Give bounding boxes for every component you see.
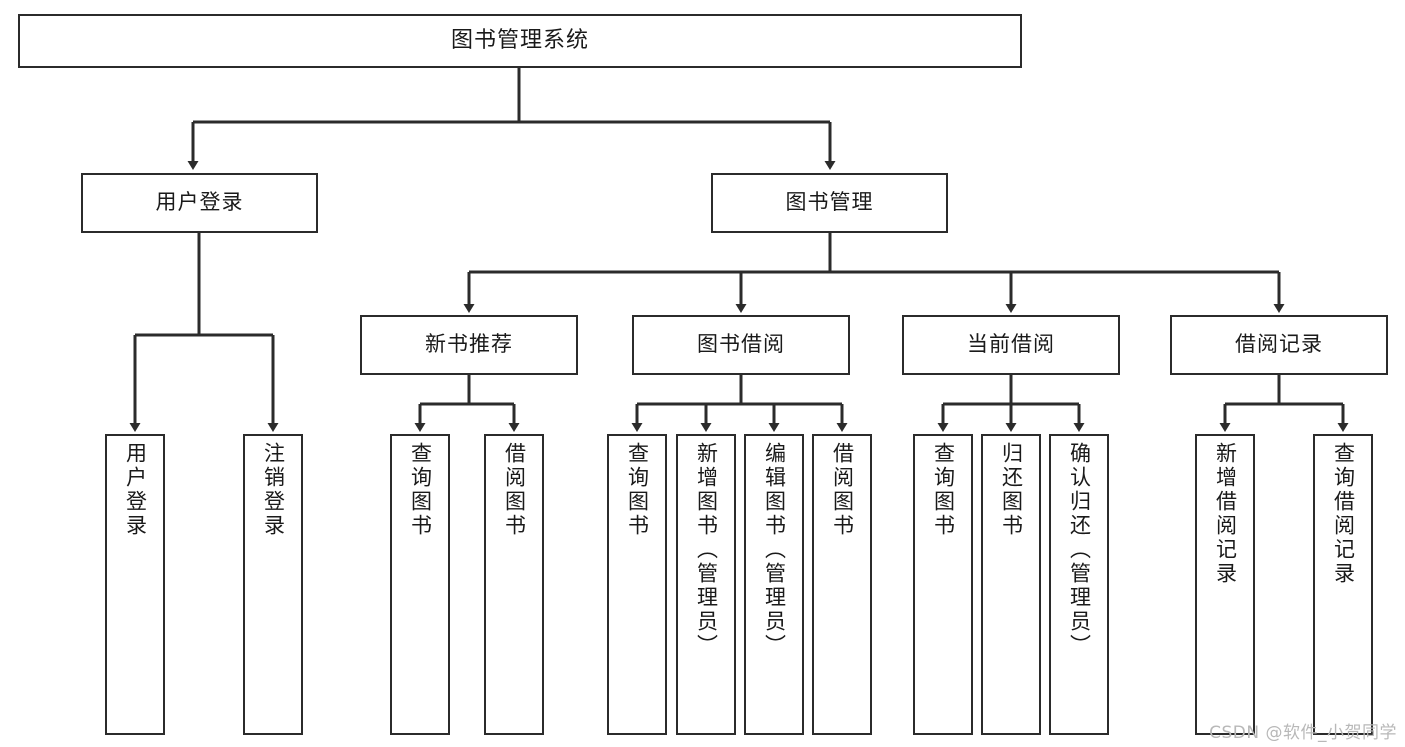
node-label: 当前借阅 [967,332,1055,357]
node-book-borrowing[interactable]: 图书借阅 [632,315,850,375]
leaf-return-book[interactable]: 归还图书 [981,434,1041,735]
node-user-login[interactable]: 用户登录 [81,173,318,233]
leaf-query-book-borrow[interactable]: 查询图书 [607,434,667,735]
leaf-user-login[interactable]: 用户登录 [105,434,165,735]
leaf-logout[interactable]: 注销登录 [243,434,303,735]
node-label: 确认归还（管理员） [1067,442,1092,658]
node-book-management-system[interactable]: 图书管理系统 [18,14,1022,68]
leaf-query-borrow-record[interactable]: 查询借阅记录 [1313,434,1373,735]
node-new-book-recommendation[interactable]: 新书推荐 [360,315,578,375]
node-label: 注销登录 [261,442,286,538]
watermark-text: CSDN @软件_小贺同学 [1209,723,1397,743]
leaf-borrow-book-recommend[interactable]: 借阅图书 [484,434,544,735]
node-label: 编辑图书（管理员） [762,442,787,658]
node-label: 归还图书 [999,442,1024,538]
node-label: 新增图书（管理员） [694,442,719,658]
node-label: 查询借阅记录 [1331,442,1356,586]
node-current-borrowing[interactable]: 当前借阅 [902,315,1120,375]
node-label: 查询图书 [408,442,433,538]
leaf-query-book-current[interactable]: 查询图书 [913,434,973,735]
node-label: 图书借阅 [697,332,785,357]
leaf-confirm-return-admin[interactable]: 确认归还（管理员） [1049,434,1109,735]
node-label: 查询图书 [625,442,650,538]
node-label: 借阅记录 [1235,332,1323,357]
node-borrowing-record[interactable]: 借阅记录 [1170,315,1388,375]
leaf-borrow-book[interactable]: 借阅图书 [812,434,872,735]
node-label: 图书管理 [785,190,874,215]
leaf-edit-book-admin[interactable]: 编辑图书（管理员） [744,434,804,735]
node-label: 新书推荐 [425,332,513,357]
leaf-add-book-admin[interactable]: 新增图书（管理员） [676,434,736,735]
leaf-query-book-recommend[interactable]: 查询图书 [390,434,450,735]
node-label: 借阅图书 [830,442,855,538]
leaf-add-borrow-record[interactable]: 新增借阅记录 [1195,434,1255,735]
node-label: 查询图书 [931,442,956,538]
node-label: 用户登录 [123,442,148,538]
node-label: 借阅图书 [502,442,527,538]
node-label: 新增借阅记录 [1213,442,1238,586]
node-book-management[interactable]: 图书管理 [711,173,948,233]
node-label: 用户登录 [155,190,244,215]
node-label: 图书管理系统 [450,27,589,53]
